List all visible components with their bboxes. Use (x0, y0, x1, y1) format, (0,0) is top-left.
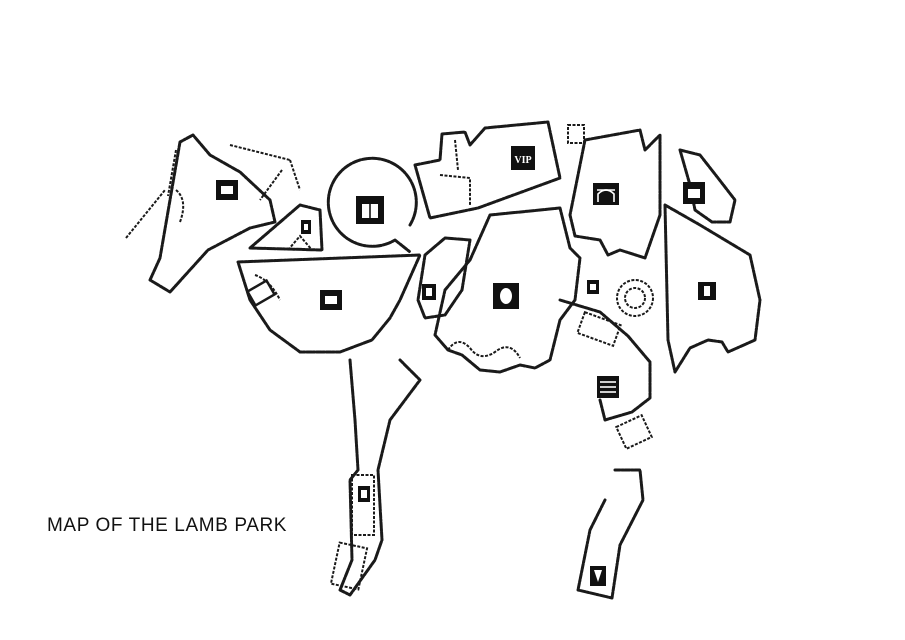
restroom-icon-east[interactable] (698, 282, 716, 300)
west-walkway (329, 358, 422, 597)
east-walkway (558, 298, 654, 600)
vip-building (413, 120, 562, 220)
east-wedge (663, 203, 762, 374)
souvenir-icon[interactable] (493, 283, 519, 309)
vip-icon[interactable]: VIP (511, 146, 535, 170)
parking-icon[interactable] (590, 566, 606, 586)
south-west-hall (236, 253, 422, 354)
main-hall (433, 206, 582, 374)
photo-camera-icon[interactable] (683, 182, 705, 204)
vip-label: VIP (514, 155, 531, 166)
fountain (616, 279, 654, 317)
small-house (248, 203, 324, 252)
building-icon[interactable] (593, 183, 619, 205)
gift-shop-icon[interactable] (356, 196, 384, 224)
restroom-icon[interactable] (301, 220, 311, 234)
west-zone (125, 133, 301, 294)
restroom-icon-south[interactable] (358, 486, 370, 502)
water-show-icon[interactable] (597, 376, 619, 398)
connector (416, 236, 472, 320)
food-icon[interactable] (320, 290, 342, 310)
ticket-icon[interactable] (216, 180, 238, 200)
info-icon[interactable] (587, 280, 599, 294)
map-title: MAP OF THE LAMB PARK (47, 515, 288, 536)
info-kiosk-icon[interactable] (422, 284, 436, 300)
round-pavilion (326, 156, 418, 254)
arch-building (567, 124, 662, 260)
